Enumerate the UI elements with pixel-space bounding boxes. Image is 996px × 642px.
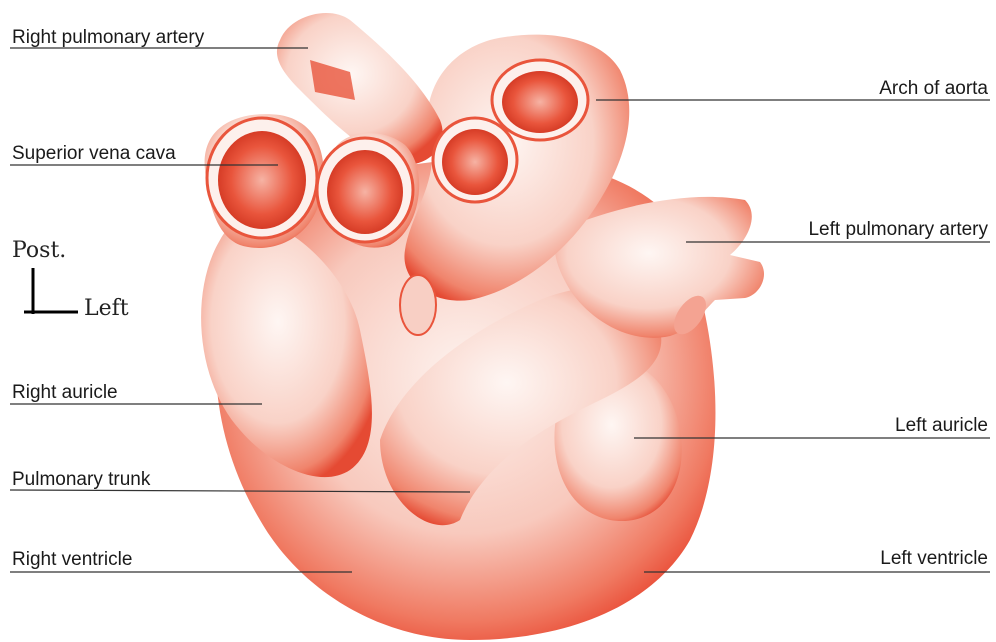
label-pulmonary-trunk: Pulmonary trunk <box>12 470 150 489</box>
vessel-ring-carotid <box>433 118 517 202</box>
label-arch-of-aorta: Arch of aorta <box>879 79 988 98</box>
label-left-auricle: Left auricle <box>895 416 988 435</box>
orientation-axes <box>24 268 78 314</box>
label-superior-vena-cava: Superior vena cava <box>12 144 176 163</box>
orientation-posterior-label: Post. <box>12 240 66 262</box>
label-right-pulmonary-artery: Right pulmonary artery <box>12 28 204 47</box>
label-right-ventricle: Right ventricle <box>12 550 132 569</box>
label-left-ventricle: Left ventricle <box>880 549 988 568</box>
label-right-auricle: Right auricle <box>12 383 118 402</box>
orientation-left-label: Left <box>84 298 129 320</box>
vessel-opening-small <box>400 275 436 335</box>
label-left-pulmonary-artery: Left pulmonary artery <box>808 220 988 239</box>
